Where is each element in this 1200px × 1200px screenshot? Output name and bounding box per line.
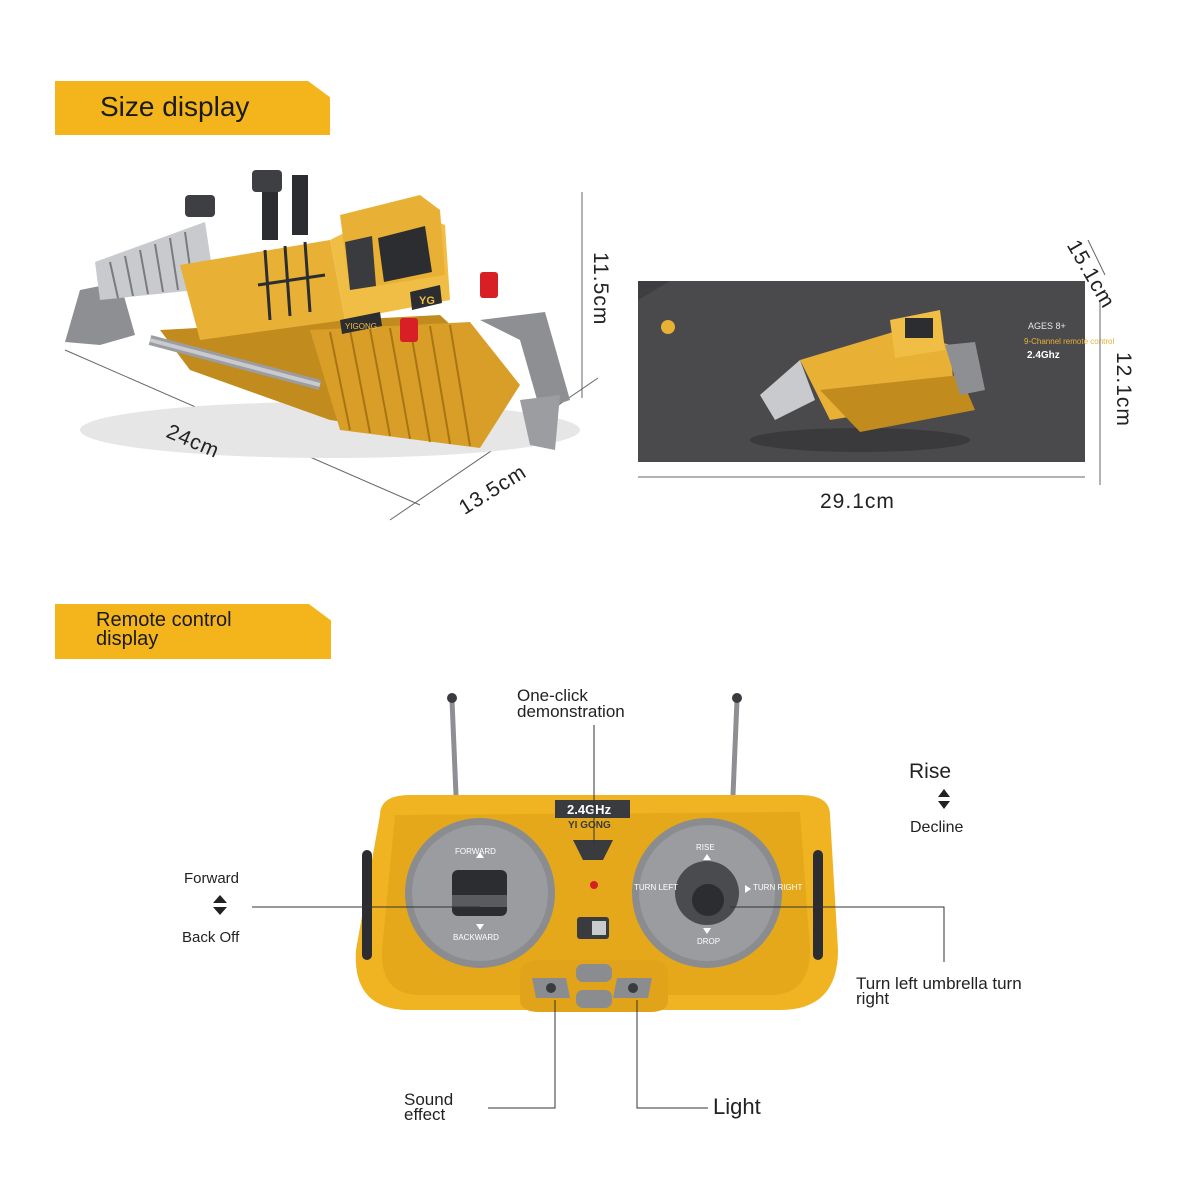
remote-callout-lines <box>252 725 945 1109</box>
cluster-bottom-button[interactable] <box>576 990 612 1008</box>
remote-display-banner: Remote control display <box>55 604 331 659</box>
left-joystick[interactable] <box>452 870 507 916</box>
product-box-image: AGES 8+ 9-Channel remote control 2.4Ghz <box>638 281 1114 462</box>
turn-annotation: Turn left umbrella turn right <box>856 974 1022 1008</box>
right-joystick[interactable] <box>692 884 724 916</box>
demo-button[interactable] <box>573 840 613 860</box>
right-stick-down-label: DROP <box>697 937 720 946</box>
right-stick-up-label: RISE <box>696 843 715 852</box>
right-stick-right-label: TURN RIGHT <box>753 883 802 892</box>
bulldozer-brand-plate: YIGONG <box>345 322 377 331</box>
demo-annotation: One-click demonstration <box>517 686 625 721</box>
size-display-banner: Size display <box>55 81 330 135</box>
rise-decline-arrow-icon <box>938 789 950 809</box>
remote-controller-image: 2.4GHz YI GONG FORWARD BACKWARD RISE DRO… <box>355 693 838 1012</box>
remote-display-title: Remote control display <box>96 609 232 650</box>
remote-frequency-label: 2.4GHz <box>567 802 612 817</box>
back-off-annotation: Back Off <box>182 929 240 946</box>
light-icon <box>628 983 638 993</box>
sound-icon <box>546 983 556 993</box>
height-dimension-label: 11.5cm <box>589 252 612 326</box>
power-led <box>590 881 598 889</box>
remote-brand-label: YI GONG <box>568 820 611 831</box>
decline-annotation: Decline <box>910 819 964 836</box>
cluster-top-button[interactable] <box>576 964 612 982</box>
size-display-title: Size display <box>100 91 250 122</box>
bulldozer-logo: YG <box>419 295 435 307</box>
left-stick-up-label: FORWARD <box>455 847 496 856</box>
box-channel-label: 9-Channel remote control <box>1024 337 1114 346</box>
right-stick-left-label: TURN LEFT <box>634 883 678 892</box>
box-dimension-lines <box>638 239 1106 485</box>
bulldozer-image: YIGONG YG <box>65 170 580 458</box>
rise-annotation: Rise <box>909 760 952 783</box>
box-frequency-label: 2.4Ghz <box>1027 350 1060 361</box>
light-annotation: Light <box>713 1094 761 1119</box>
sound-effect-annotation: Sound effect <box>404 1090 454 1124</box>
box-length-dimension-label: 29.1cm <box>820 490 895 513</box>
box-age-label: AGES 8+ <box>1028 321 1066 331</box>
forward-back-arrow-icon <box>213 895 227 915</box>
box-logo-icon <box>661 320 675 334</box>
forward-annotation: Forward <box>184 870 240 887</box>
left-stick-down-label: BACKWARD <box>453 933 499 942</box>
box-height-dimension-label: 12.1cm <box>1112 352 1135 427</box>
